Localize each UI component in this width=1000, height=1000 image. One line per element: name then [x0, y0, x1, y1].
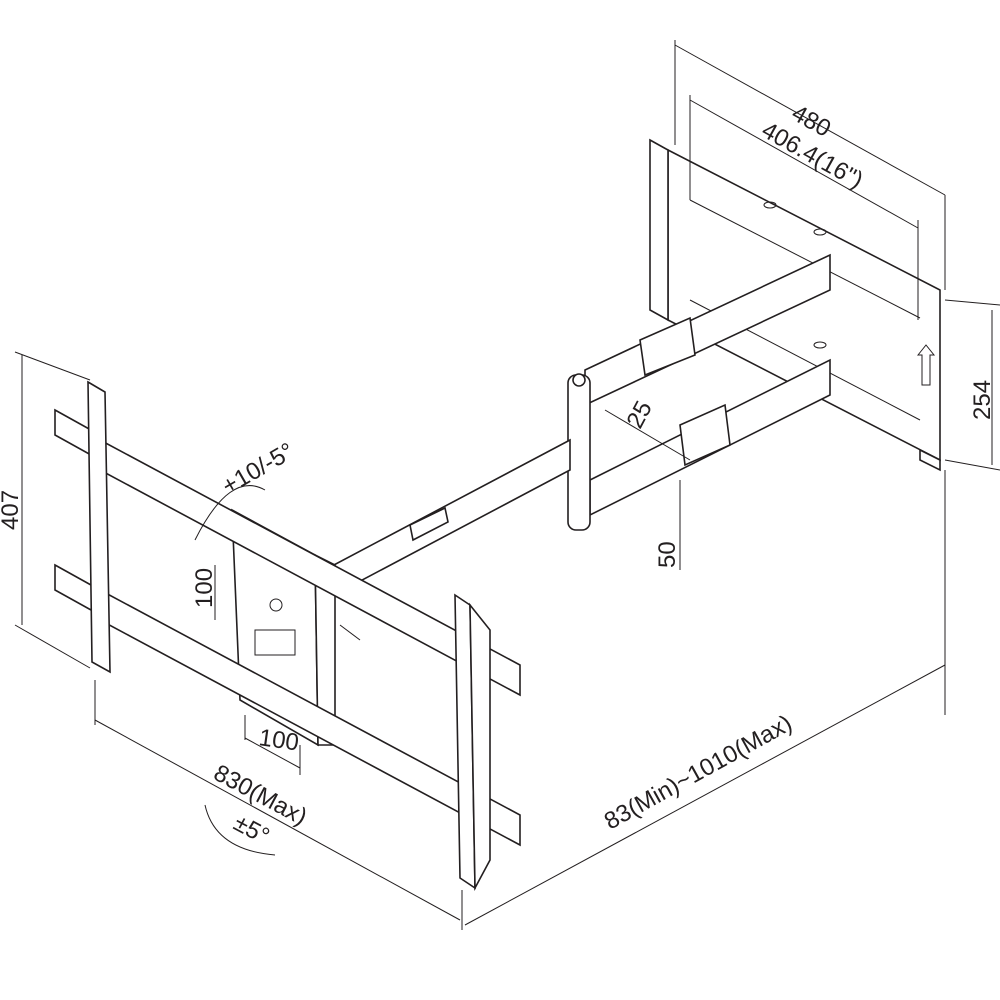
- dim-254: 254: [969, 380, 996, 420]
- dim-100-vertical: 100: [191, 568, 218, 608]
- articulating-arms: [314, 253, 831, 607]
- dim-extension: 83(Min)~1010(Max): [600, 710, 797, 835]
- dim-407: 407: [0, 490, 24, 530]
- dim-rotation: ±5°: [229, 809, 274, 850]
- dim-50: 50: [654, 541, 681, 568]
- rotation-arrow-icon: [204, 804, 276, 856]
- tilt-arrow-icon: [194, 485, 266, 541]
- dim-tilt: +10/-5°: [218, 438, 299, 501]
- dim-25: 25: [621, 397, 657, 433]
- wall-plate: [649, 138, 941, 472]
- dim-100-horizontal: 100: [257, 724, 300, 756]
- tv-brackets: [54, 380, 521, 892]
- dimension-lines: [14, 40, 1000, 930]
